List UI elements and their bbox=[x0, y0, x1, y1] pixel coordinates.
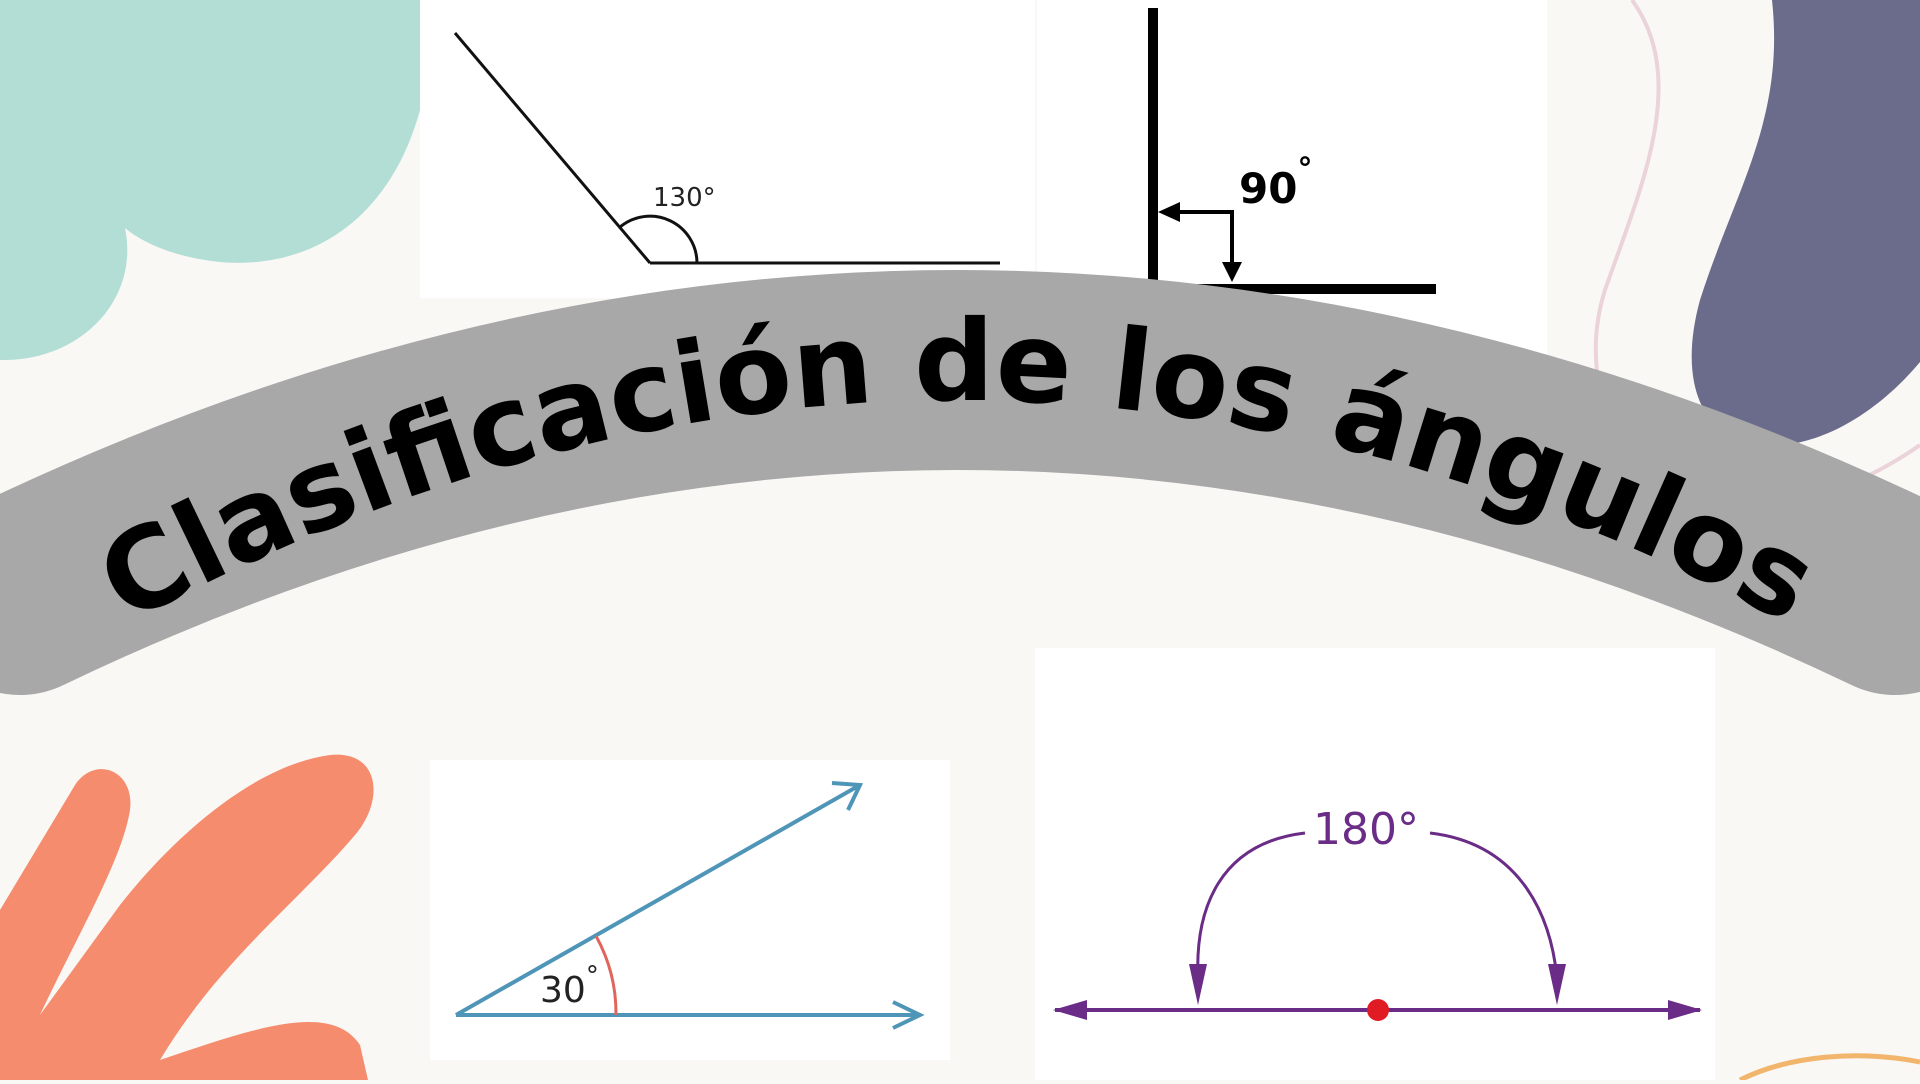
straight-arrow-right bbox=[1668, 1000, 1702, 1020]
teal-blob bbox=[0, 0, 420, 361]
acute-angle-diagram: 30° bbox=[455, 781, 925, 1030]
straight-arc-arrow-left bbox=[1189, 964, 1207, 1005]
orange-arc-line bbox=[1738, 1053, 1920, 1080]
straight-arrow-left bbox=[1053, 1000, 1087, 1020]
right-angle-value: 90 bbox=[1239, 164, 1297, 213]
acute-angle-degree-mark: ° bbox=[586, 961, 599, 991]
obtuse-angle-arc bbox=[619, 214, 699, 264]
straight-vertex-dot bbox=[1367, 999, 1389, 1021]
acute-angle-panel: 30° bbox=[430, 760, 950, 1060]
right-angle-diagram: 90° bbox=[1148, 8, 1436, 294]
straight-arc-right bbox=[1429, 831, 1559, 979]
straight-angle-label: 180° bbox=[1313, 804, 1419, 855]
coral-leaf-shapes bbox=[0, 754, 374, 1080]
acute-arrowhead-lower bbox=[892, 1000, 925, 1030]
right-marker-arrow-left bbox=[1158, 202, 1180, 222]
page-title: Clasificación de los ángulos bbox=[79, 297, 1837, 648]
right-angle-marker bbox=[1167, 210, 1234, 268]
page-title-text: Clasificación de los ángulos bbox=[79, 297, 1837, 648]
straight-angle-diagram: 180° bbox=[1053, 804, 1702, 1021]
acute-angle-label: 30° bbox=[540, 961, 599, 1011]
acute-arrowhead-upper bbox=[831, 781, 864, 811]
obtuse-angle-panel: 130° bbox=[420, 0, 1035, 298]
straight-arc-arrow-right bbox=[1548, 964, 1566, 1005]
acute-angle-value: 30 bbox=[540, 970, 586, 1011]
straight-angle-panel: 180° bbox=[1035, 648, 1715, 1080]
obtuse-ray-slanted bbox=[453, 32, 652, 264]
straight-arc-left bbox=[1196, 831, 1306, 979]
obtuse-angle-label: 130° bbox=[653, 183, 716, 213]
banner-band bbox=[0, 270, 1920, 695]
right-angle-degree-mark: ° bbox=[1297, 152, 1312, 187]
right-angle-label: 90° bbox=[1239, 152, 1312, 213]
right-marker-arrow-down bbox=[1222, 262, 1242, 282]
obtuse-angle-diagram: 130° bbox=[453, 32, 1000, 265]
acute-ray-upper bbox=[455, 783, 861, 1017]
slate-blob bbox=[1691, 0, 1920, 446]
acute-angle-arc bbox=[594, 935, 618, 1016]
